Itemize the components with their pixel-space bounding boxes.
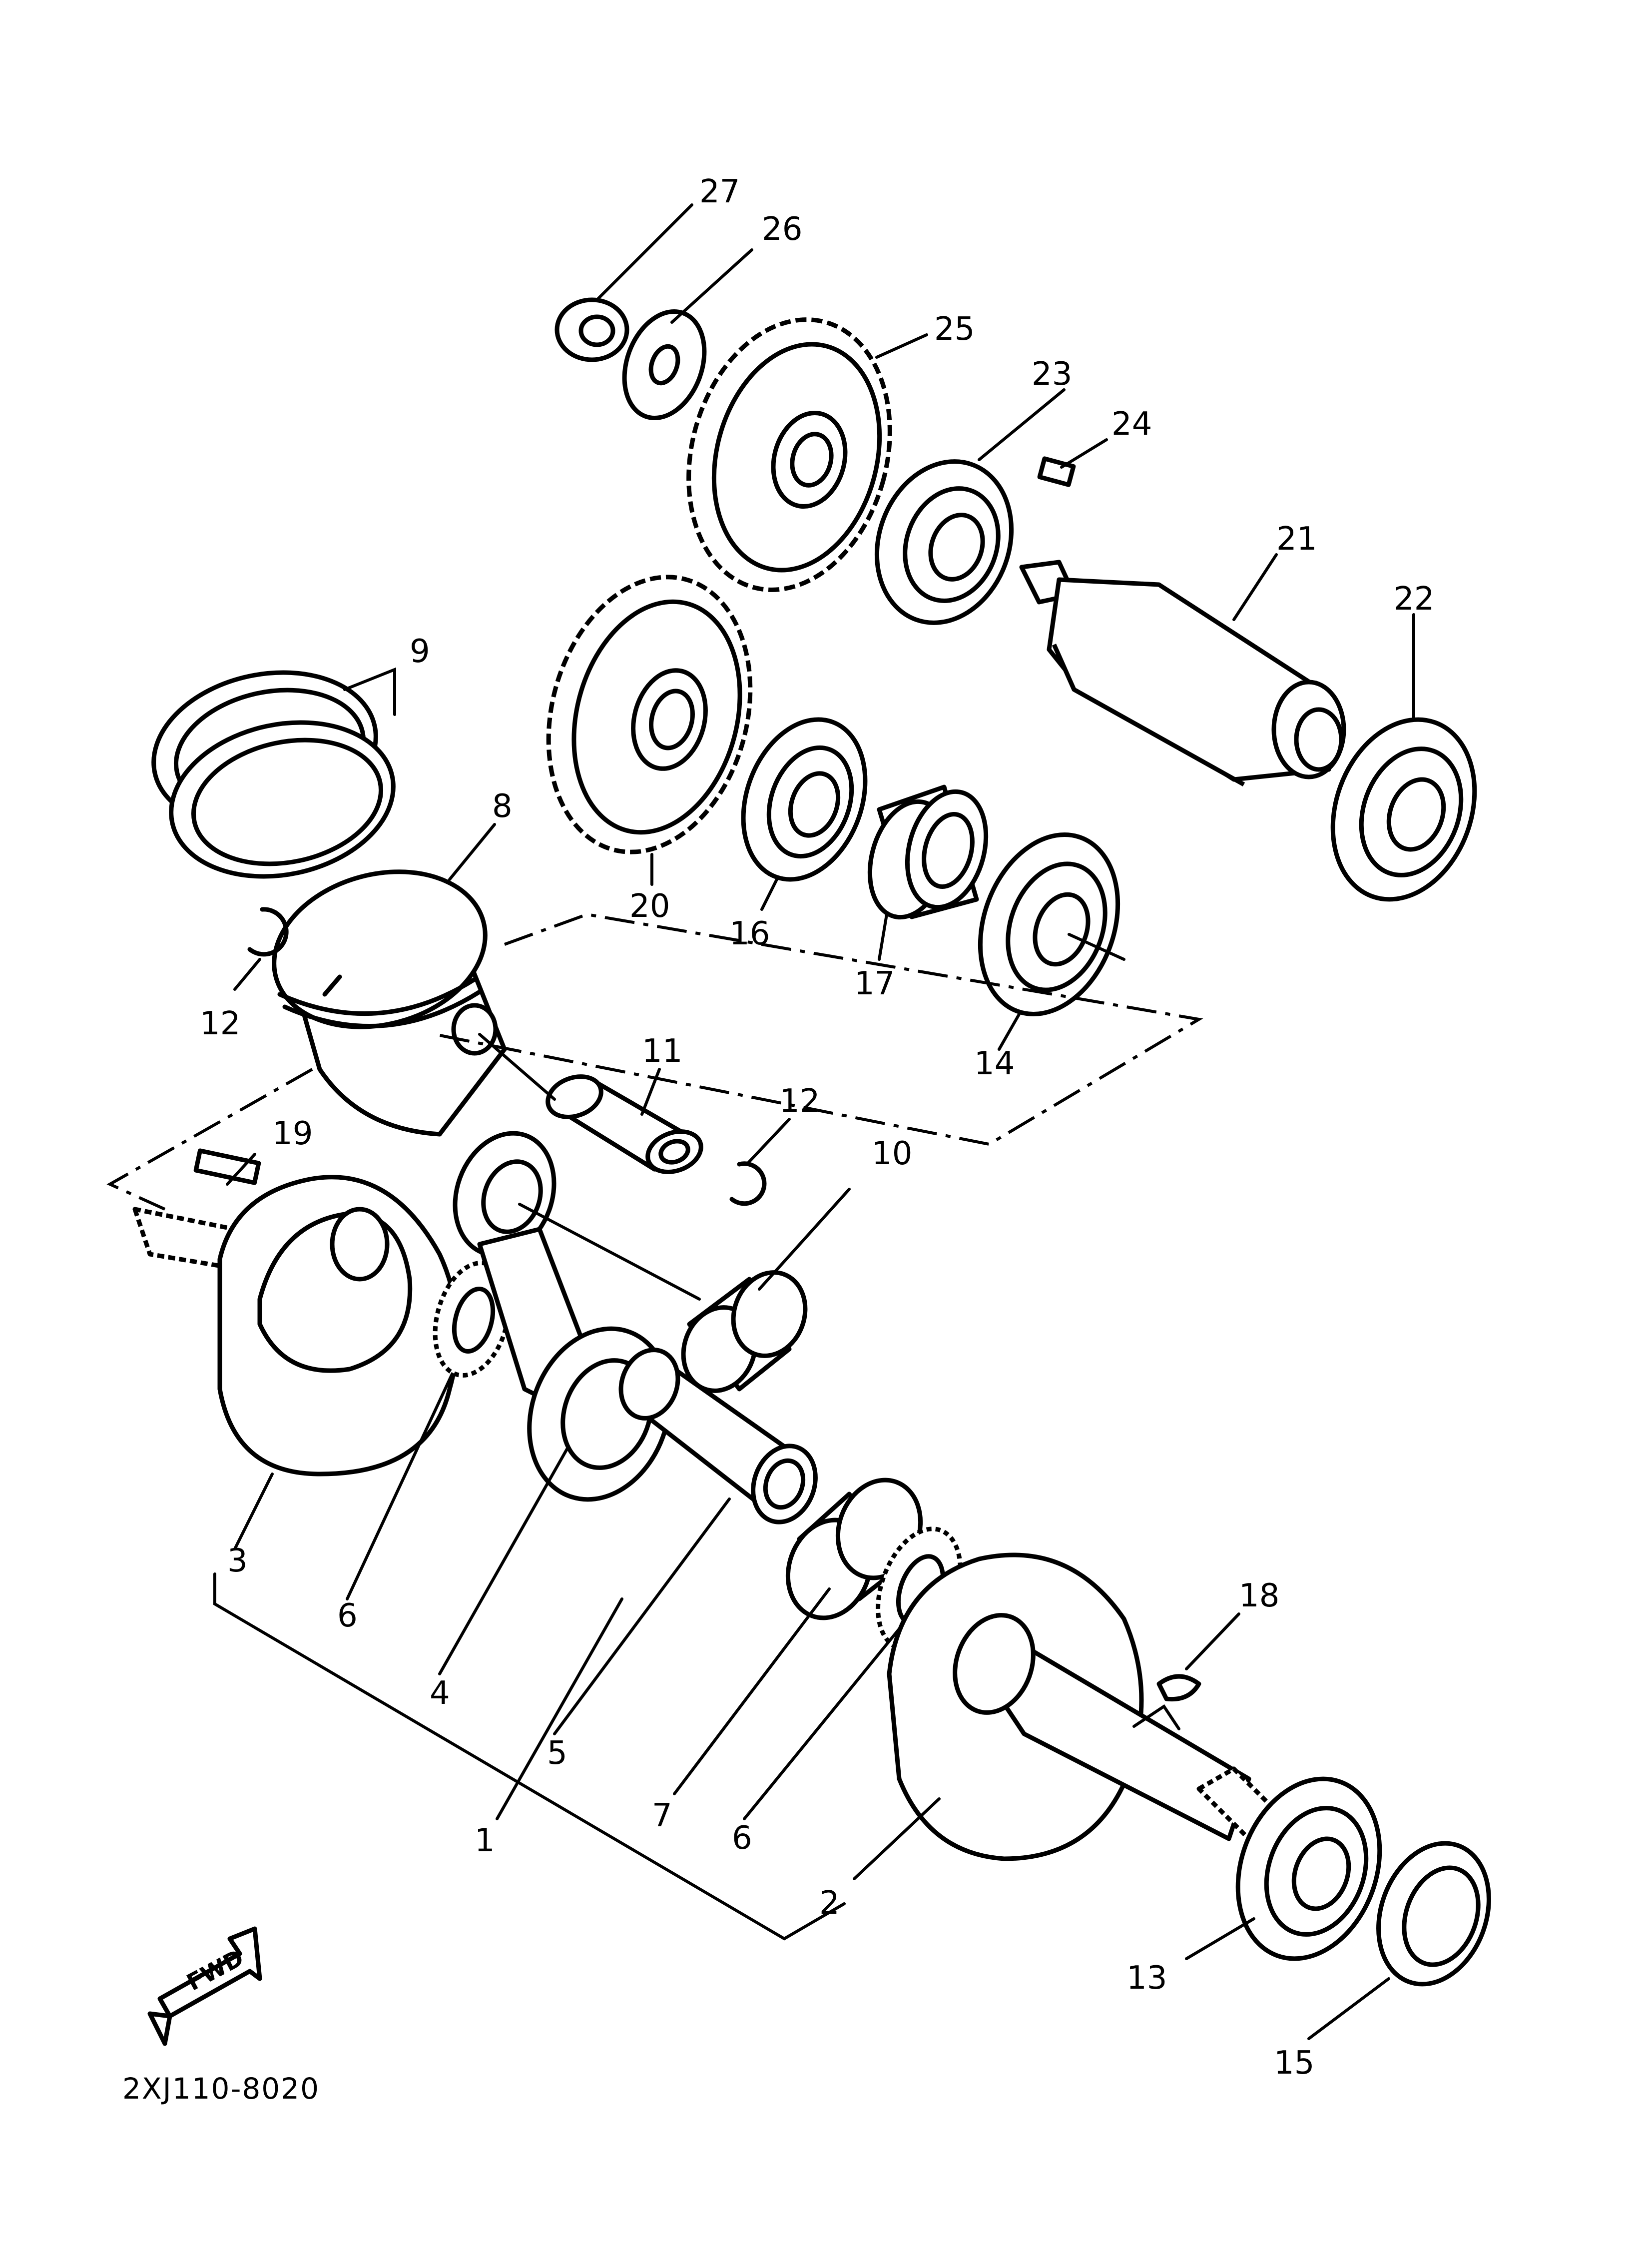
callout-1: 1 bbox=[475, 1822, 495, 1859]
bearing-part-16 bbox=[741, 717, 868, 882]
woodruff-key-part bbox=[1156, 1674, 1201, 1702]
piston-part bbox=[272, 869, 507, 1137]
callout-23: 23 bbox=[1032, 356, 1072, 393]
gear-part-20 bbox=[546, 575, 753, 854]
callout-24: 24 bbox=[1111, 406, 1152, 443]
piston-pin-part bbox=[546, 1074, 703, 1174]
collar-part-17 bbox=[867, 784, 989, 920]
callout-6a: 6 bbox=[337, 1597, 358, 1634]
crank-right-part bbox=[887, 1552, 1286, 1861]
bearing-part-13 bbox=[1235, 1776, 1382, 1961]
callout-13: 13 bbox=[1126, 1960, 1167, 1997]
gear-part-25 bbox=[686, 317, 892, 592]
callout-3: 3 bbox=[227, 1542, 248, 1579]
needle-bearing-part-10 bbox=[681, 1270, 808, 1393]
circlip-part-12a bbox=[247, 907, 289, 957]
callout-9: 9 bbox=[410, 633, 430, 670]
callout-2: 2 bbox=[819, 1885, 840, 1922]
callout-14: 14 bbox=[974, 1045, 1015, 1082]
bearing-part-22 bbox=[1330, 717, 1477, 902]
callout-20: 20 bbox=[629, 888, 670, 925]
bearing-part-23 bbox=[874, 459, 1014, 625]
forward-arrow-icon: FWD bbox=[147, 1926, 262, 2046]
callout-11: 11 bbox=[642, 1033, 682, 1070]
bearing-part-14 bbox=[978, 832, 1120, 1016]
callout-17: 17 bbox=[854, 965, 895, 1002]
diagram-code: 2XJ110-8020 bbox=[122, 2072, 320, 2106]
circlip-part-12b bbox=[729, 1161, 767, 1206]
leader-lines bbox=[226, 203, 1415, 2040]
nut-part bbox=[554, 297, 629, 362]
crank-left-part bbox=[132, 1175, 460, 1477]
callout-4: 4 bbox=[430, 1675, 450, 1712]
key-part-19 bbox=[193, 1148, 261, 1185]
callout-16: 16 bbox=[729, 915, 770, 952]
callout-12b: 12 bbox=[779, 1083, 820, 1120]
callout-10: 10 bbox=[872, 1135, 912, 1172]
crank-pin-part bbox=[618, 1348, 818, 1524]
assembly-outline-lower bbox=[106, 1068, 313, 1211]
callout-25: 25 bbox=[934, 311, 975, 348]
piston-rings-part bbox=[151, 670, 396, 879]
balancer-shaft-part bbox=[1019, 560, 1346, 786]
callout-18: 18 bbox=[1239, 1577, 1279, 1614]
callout-21: 21 bbox=[1276, 521, 1317, 558]
assembly-outline-upper bbox=[434, 912, 1203, 1146]
callout-5: 5 bbox=[547, 1735, 567, 1772]
callout-19: 19 bbox=[272, 1115, 313, 1152]
callout-7: 7 bbox=[652, 1797, 672, 1834]
callout-8: 8 bbox=[492, 788, 513, 825]
callout-26: 26 bbox=[762, 211, 802, 248]
needle-bearing-part-7 bbox=[785, 1478, 923, 1620]
callout-12a: 12 bbox=[200, 1005, 240, 1042]
callout-labels: 27 26 25 23 24 21 22 9 8 20 16 17 14 12 … bbox=[200, 173, 1434, 2082]
connecting-rod-part bbox=[453, 1131, 672, 1502]
callout-27: 27 bbox=[699, 173, 740, 210]
oil-seal-part bbox=[1376, 1841, 1491, 1987]
callout-15: 15 bbox=[1274, 2045, 1314, 2082]
callout-6b: 6 bbox=[732, 1820, 752, 1857]
assembly-bracket bbox=[213, 1572, 846, 1941]
callout-22: 22 bbox=[1394, 581, 1434, 618]
